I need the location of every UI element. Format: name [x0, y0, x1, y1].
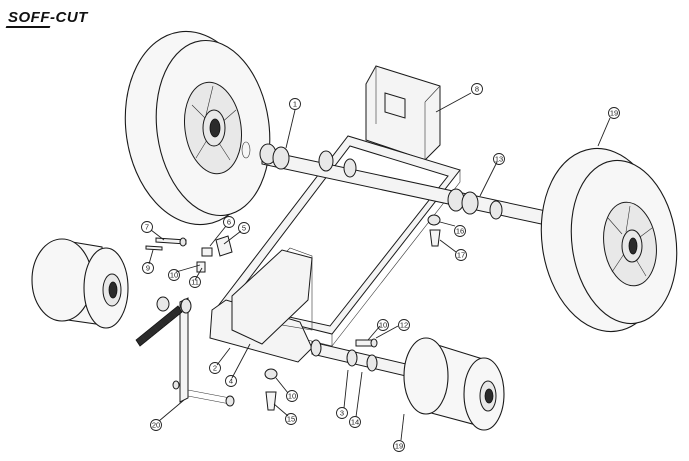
callout-11-label: 11	[191, 278, 199, 287]
callout-10-left: 10	[168, 269, 180, 281]
callout-10-right: 10	[377, 319, 389, 331]
callout-14: 14	[349, 416, 361, 428]
callout-5: 5	[238, 222, 250, 234]
callout-11: 11	[189, 276, 201, 288]
callout-7: 7	[141, 221, 153, 233]
callout-9-label: 9	[146, 264, 150, 273]
callout-2-label: 2	[213, 364, 217, 373]
callout-15: 15	[285, 413, 297, 425]
callout-10-left-label: 10	[170, 271, 178, 280]
callout-16: 16	[454, 225, 466, 237]
callout-9: 9	[142, 262, 154, 274]
rear-left-wheel	[124, 30, 271, 226]
callout-19-bottom-label: 19	[395, 442, 403, 451]
callout-4-label: 4	[229, 377, 233, 386]
front-left-wheel	[31, 238, 129, 329]
callout-1: 1	[289, 98, 301, 110]
rear-axle	[259, 143, 561, 229]
callout-7-label: 7	[145, 223, 149, 232]
callout-10-bottom: 10	[286, 390, 298, 402]
rear-right-wheel	[540, 147, 678, 333]
callout-19-top: 19	[608, 107, 620, 119]
callout-8-label: 8	[475, 85, 479, 94]
callout-13-label: 13	[495, 155, 503, 164]
callout-1-label: 1	[293, 100, 297, 109]
brand-logo: SOFF-CUT	[8, 9, 88, 26]
callout-12: 12	[398, 319, 410, 331]
handle-bracket	[135, 296, 235, 407]
callout-8: 8	[471, 83, 483, 95]
callout-10-right-label: 10	[379, 321, 387, 330]
callout-19-bottom: 19	[393, 440, 405, 452]
callout-6: 6	[223, 216, 235, 228]
callout-3-label: 3	[340, 409, 344, 418]
callouts: 1 8 19 13 16 17 7 6 5 9 10 11 2 4 3 14 1…	[141, 83, 620, 452]
callout-19-top-label: 19	[610, 109, 618, 118]
callout-15-label: 15	[287, 415, 295, 424]
callout-10-bottom-label: 10	[288, 392, 296, 401]
callout-3: 3	[336, 407, 348, 419]
callout-17: 17	[455, 249, 467, 261]
callout-4: 4	[225, 375, 237, 387]
callout-2: 2	[209, 362, 221, 374]
callout-5-label: 5	[242, 224, 246, 233]
callout-12-label: 12	[400, 321, 408, 330]
callout-17-label: 17	[457, 251, 465, 260]
callout-20: 20	[150, 419, 162, 431]
hardware-parts	[145, 214, 441, 411]
upright-block	[365, 65, 441, 161]
front-right-wheel	[403, 337, 505, 431]
callout-16-label: 16	[456, 227, 464, 236]
callout-14-label: 14	[351, 418, 359, 427]
callout-13: 13	[493, 153, 505, 165]
callout-20-label: 20	[152, 421, 160, 430]
callout-6-label: 6	[227, 218, 231, 227]
leader-lines	[148, 92, 611, 441]
